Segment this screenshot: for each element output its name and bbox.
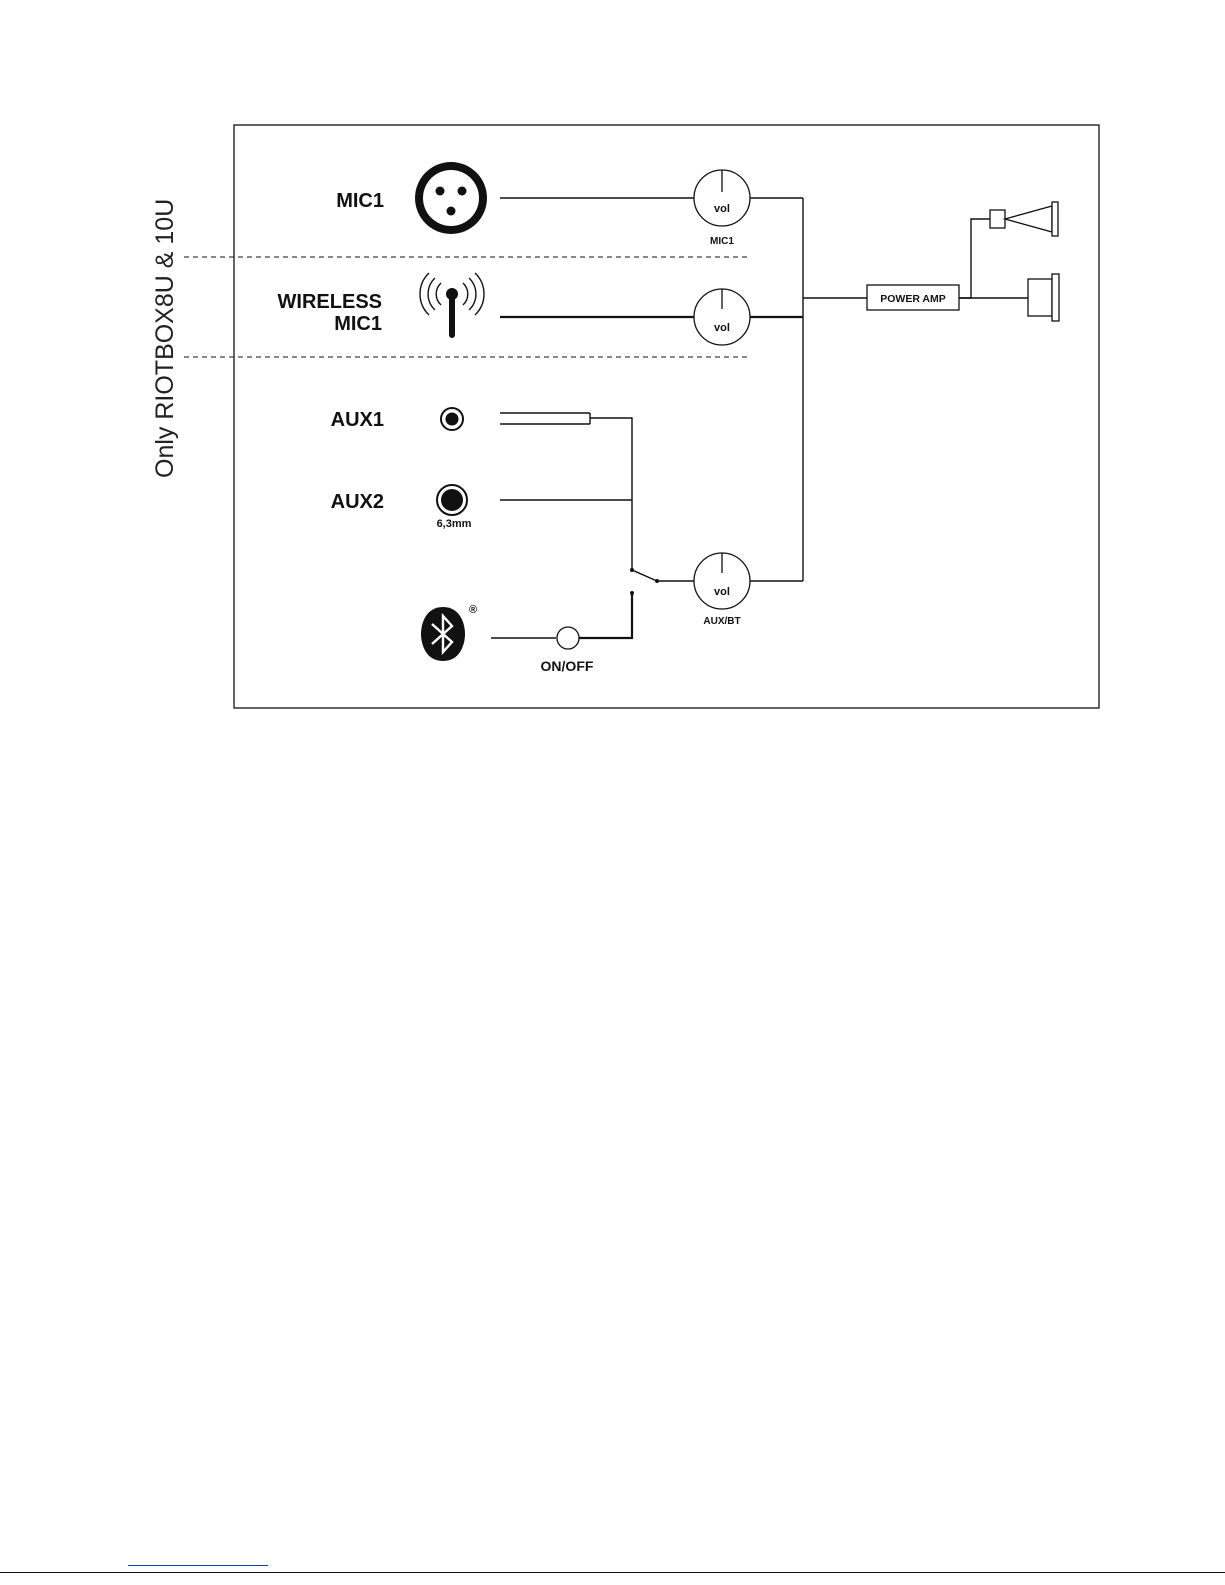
- selector-switch-arm: [632, 570, 657, 581]
- power-amp-label: POWER AMP: [880, 293, 946, 305]
- xlr-connector-icon: [415, 162, 487, 234]
- selector-contact-aux: [630, 568, 634, 572]
- caption-knob-aux-bt: AUX/BT: [703, 616, 740, 627]
- caption-knob-mic1: MIC1: [710, 236, 734, 247]
- label-wireless-line1: WIRELESS: [278, 291, 382, 313]
- wire-to-tweeter: [959, 219, 990, 298]
- mini-jack-icon: [441, 408, 463, 430]
- label-wireless-line2: MIC1: [334, 313, 382, 335]
- wire-bt-route: [579, 593, 632, 638]
- label-aux2-jack: 6,3mm: [437, 518, 472, 530]
- side-note: Only RIOTBOX8U & 10U: [151, 199, 179, 478]
- vol-knob-mic1[interactable]: vol: [694, 170, 750, 226]
- registered-mark: ®: [469, 604, 477, 616]
- jack-6-3mm-icon: [437, 485, 467, 515]
- tweeter-icon: [990, 202, 1058, 236]
- vol-knob-wireless[interactable]: vol: [694, 289, 750, 345]
- label-mic1: MIC1: [336, 190, 384, 212]
- label-aux2: AUX2: [331, 491, 384, 513]
- footer-rule: [0, 1572, 1225, 1573]
- svg-text:vol: vol: [714, 203, 730, 215]
- svg-text:vol: vol: [714, 322, 730, 334]
- label-aux1: AUX1: [331, 409, 384, 431]
- footer-link-underline: [128, 1565, 268, 1566]
- woofer-icon: [1028, 274, 1059, 321]
- wire-aux1-route: [590, 418, 632, 570]
- vol-knob-aux-bt[interactable]: vol: [694, 553, 750, 609]
- bt-on-off-switch[interactable]: [557, 627, 579, 649]
- label-on-off: ON/OFF: [541, 658, 594, 674]
- antenna-icon: [420, 273, 484, 335]
- bluetooth-icon: [421, 607, 465, 661]
- svg-text:vol: vol: [714, 586, 730, 598]
